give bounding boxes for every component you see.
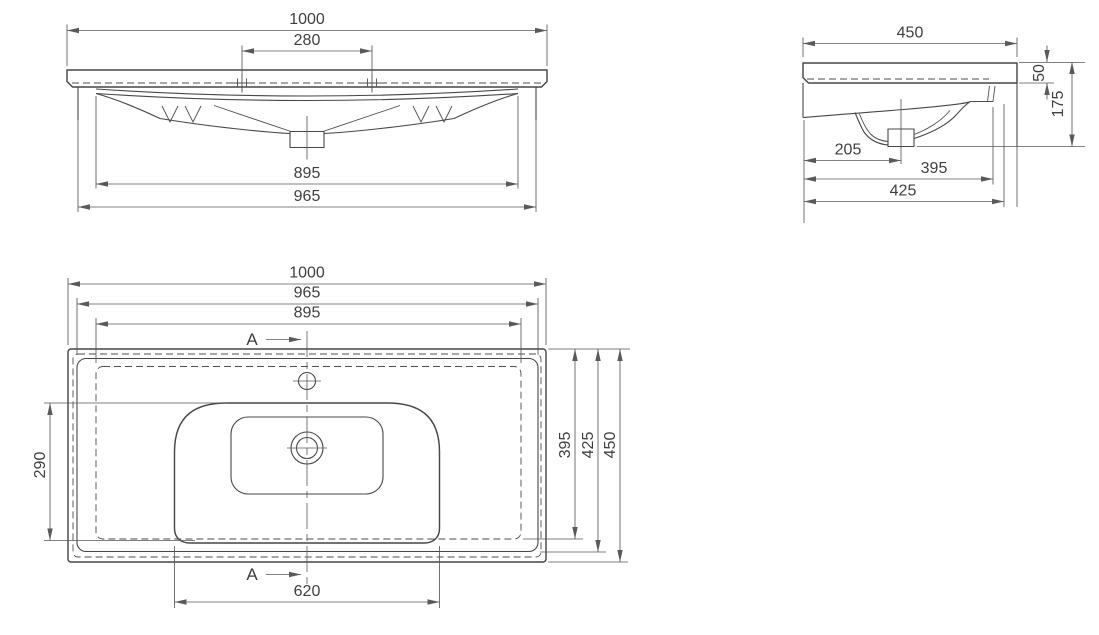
front-tap-hole-right xyxy=(363,74,381,93)
front-basin-rib-marks xyxy=(161,105,453,124)
plan-hidden-body-edge xyxy=(95,366,522,540)
dim-front-tap-spacing-ext xyxy=(241,45,373,77)
dim-plan-overall-width: 1000 xyxy=(289,265,325,282)
side-extension-lines xyxy=(803,62,1085,223)
dim-front-tap-spacing: 280 xyxy=(294,32,321,49)
plan-section-label-bottom: A xyxy=(246,565,258,584)
front-view: 1000 280 895 965 xyxy=(66,11,548,212)
dim-side-apron-height: 50 xyxy=(1031,64,1048,82)
dim-side-drain-offset: 205 xyxy=(835,142,862,159)
front-basin-lip xyxy=(95,88,519,102)
side-view: 450 50 175 205 395 425 xyxy=(802,25,1085,223)
front-body-side-walls xyxy=(77,87,537,120)
plan-top-inner-edge xyxy=(76,357,539,553)
side-rim-outline xyxy=(802,62,1018,84)
dim-front-overall-width: 1000 xyxy=(289,11,325,28)
plan-view: A A 1000 965 895 290 620 395 425 450 xyxy=(32,265,630,608)
dim-plan-bowl-front-depth-ext xyxy=(44,402,228,541)
dim-front-body-width: 965 xyxy=(294,188,321,205)
dim-plan-inner-depth: 395 xyxy=(557,432,574,459)
dim-plan-body-width: 965 xyxy=(294,285,321,302)
side-bowl-outer xyxy=(854,101,971,146)
dim-plan-right-ext xyxy=(523,348,630,563)
dim-side-inner-depth: 395 xyxy=(921,160,948,177)
dim-plan-bowl-width-ext xyxy=(174,546,440,608)
front-tap-hole-left xyxy=(233,74,251,93)
dim-plan-body-width-ext xyxy=(76,298,539,355)
plan-bowl-outer xyxy=(173,402,441,544)
dim-front-basin-width-ext xyxy=(95,96,519,189)
dim-plan-bowl-front-depth: 290 xyxy=(32,452,49,479)
dim-side-overall-depth: 450 xyxy=(897,25,924,42)
dim-plan-bowl-width: 620 xyxy=(294,583,321,600)
front-basin-shell xyxy=(95,92,519,135)
plan-section-label-top: A xyxy=(246,330,258,349)
front-rim-outline xyxy=(66,69,548,88)
front-basin-backwall-lines xyxy=(213,105,401,132)
side-underside-edge xyxy=(802,101,971,119)
dim-side-overall-depth-ext xyxy=(802,37,1018,57)
side-overflow-notch xyxy=(969,85,996,102)
dim-plan-overall-width-ext xyxy=(67,278,547,345)
dim-plan-body-depth: 425 xyxy=(580,432,597,459)
plan-bowl-inner xyxy=(230,416,384,495)
dim-side-body-depth: 425 xyxy=(890,183,917,200)
dim-plan-overall-depth: 450 xyxy=(602,432,619,459)
dim-side-overall-height: 175 xyxy=(1050,91,1067,118)
side-bowl-inner xyxy=(859,110,951,142)
dim-plan-basin-width: 895 xyxy=(294,305,321,322)
dim-front-basin-width: 895 xyxy=(294,165,321,182)
dim-front-body-width-ext xyxy=(77,120,537,212)
dim-plan-basin-width-ext xyxy=(95,318,522,363)
